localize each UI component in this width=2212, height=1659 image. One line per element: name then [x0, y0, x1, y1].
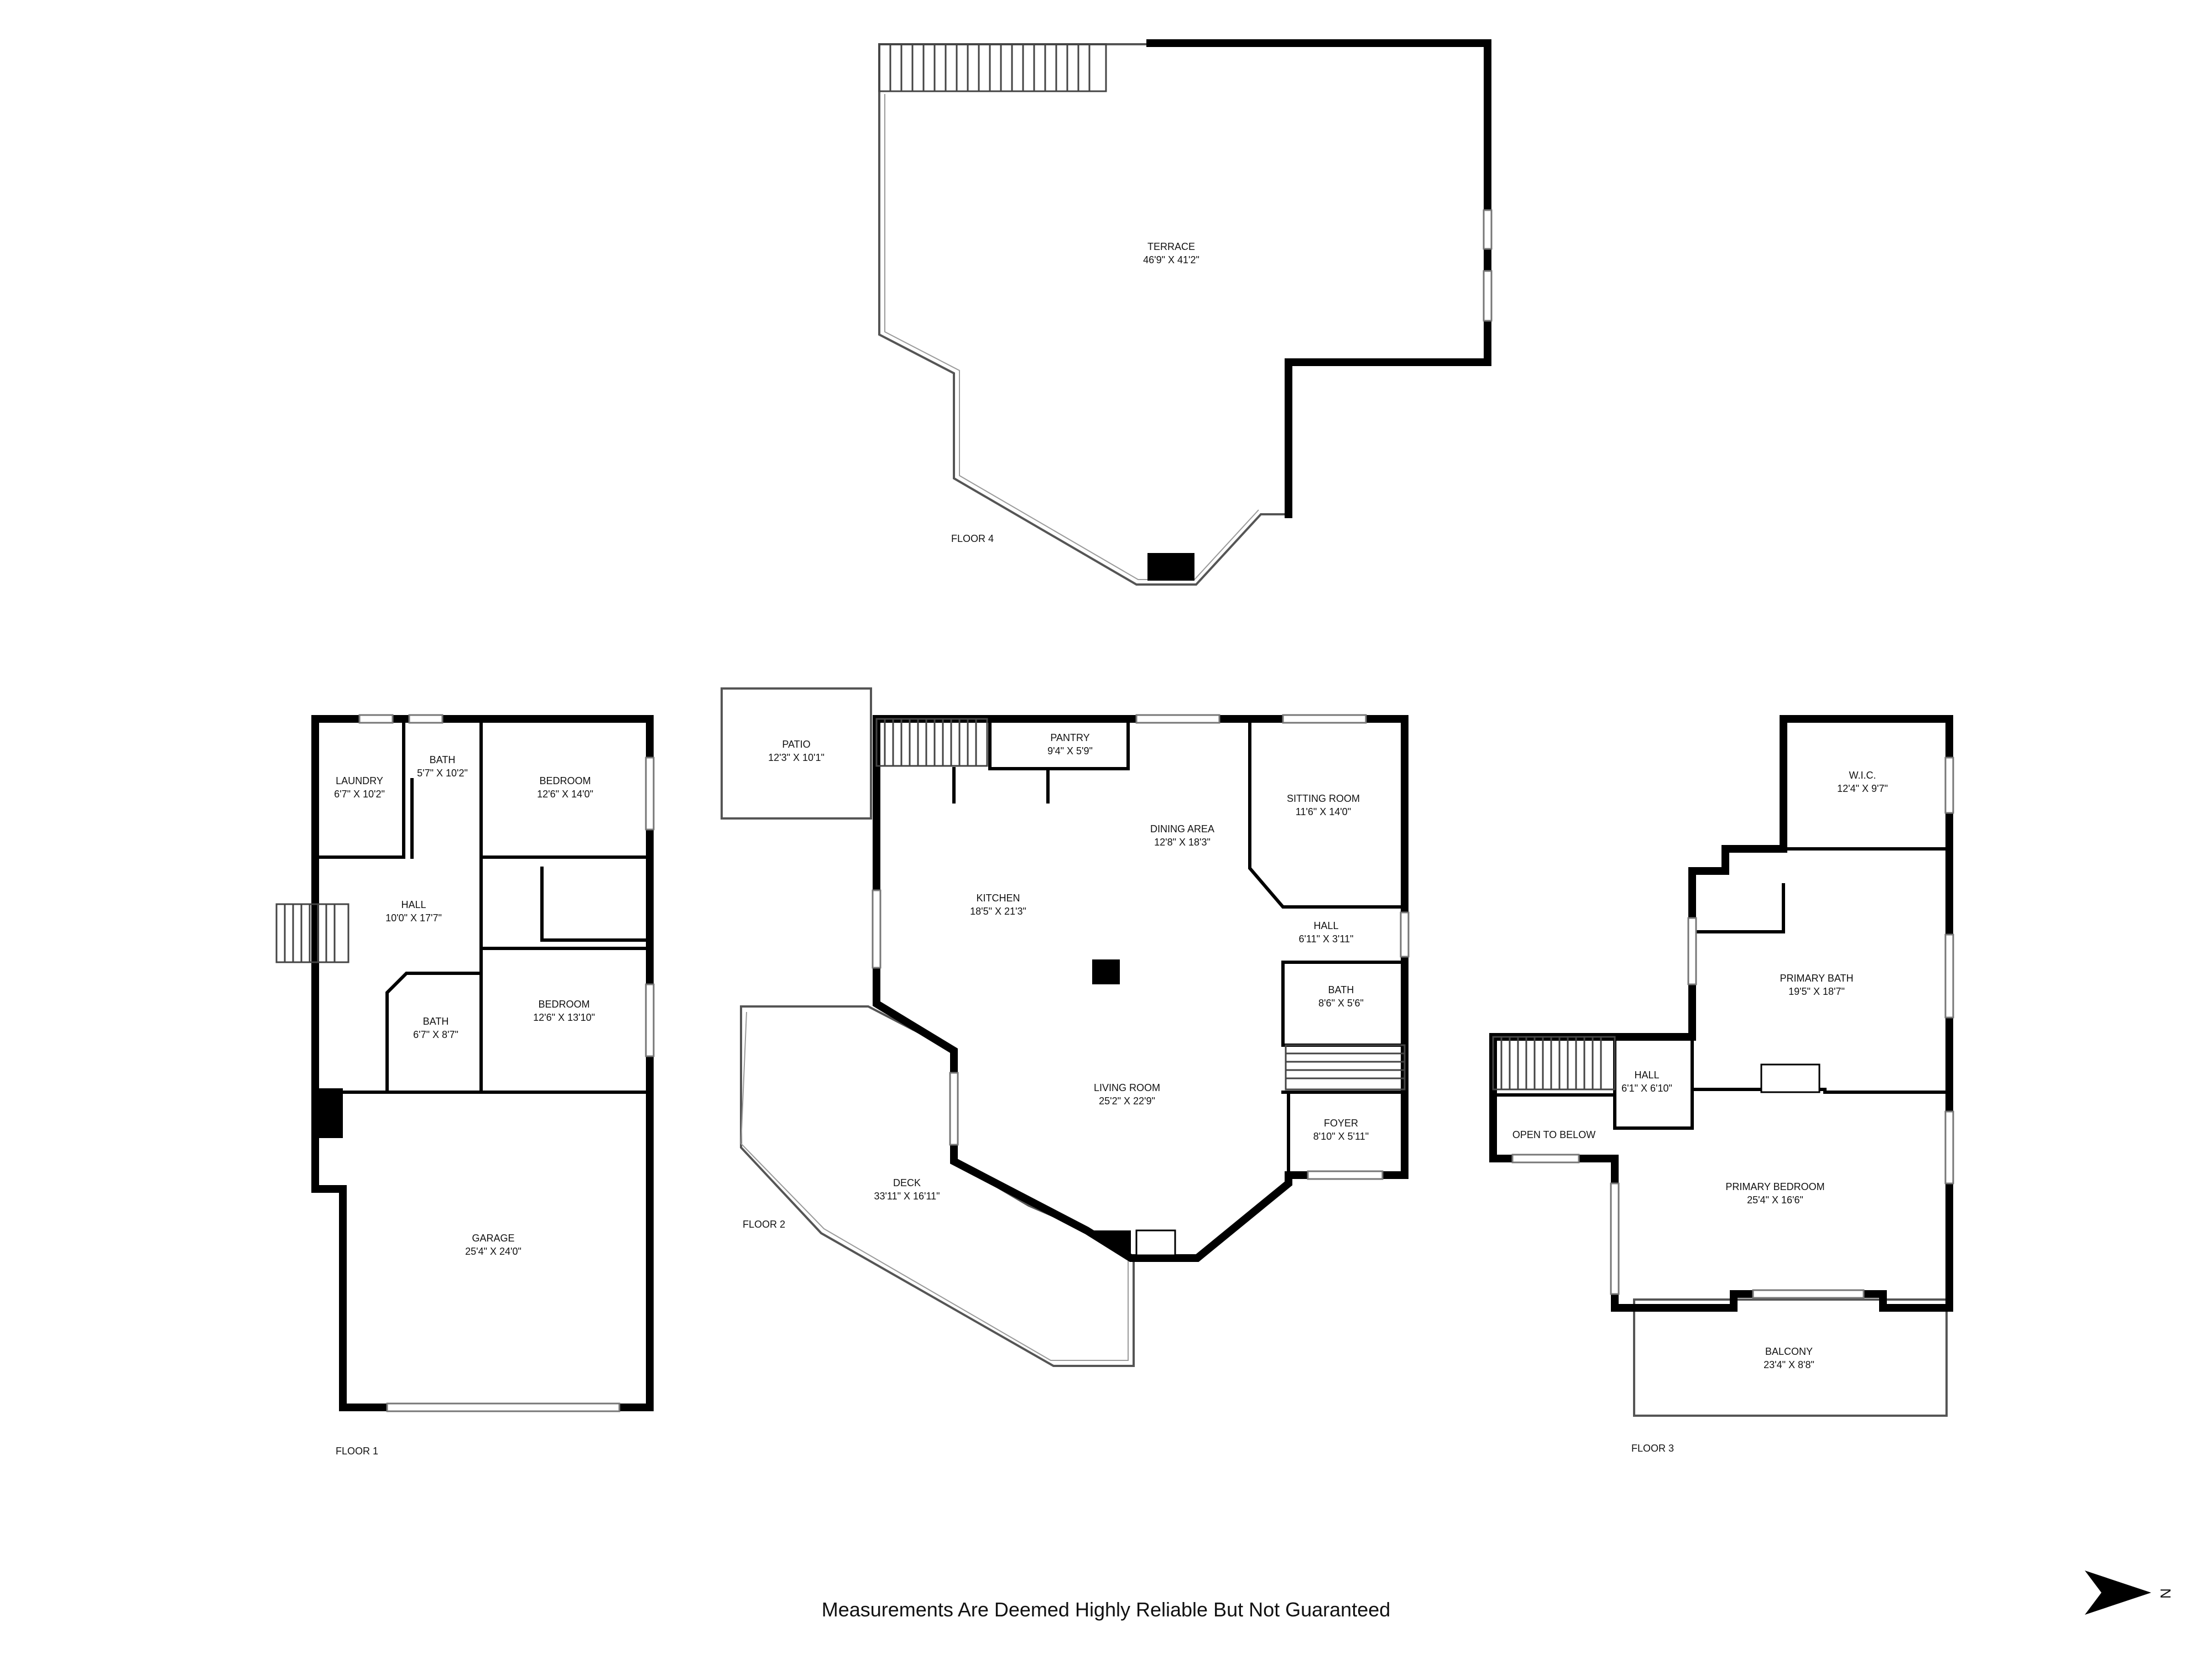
room-name-garage: GARAGE [472, 1233, 514, 1244]
floor-label-4: FLOOR 4 [951, 533, 994, 544]
room-dims-foyer: 8'10" X 5'11" [1313, 1131, 1369, 1142]
room-dims-laundry: 6'7" X 10'2" [334, 789, 385, 800]
room-dims-kitchen: 18'5" X 21'3" [970, 906, 1026, 917]
room-dims-primary-bedroom: 25'4" X 16'6" [1747, 1194, 1803, 1206]
room-dims-bedroom-1: 12'6" X 14'0" [537, 789, 593, 800]
room-dims-living-room: 25'2" X 22'9" [1099, 1095, 1155, 1107]
room-dims-patio: 12'3" X 10'1" [768, 752, 825, 763]
room-name-laundry: LAUNDRY [336, 775, 383, 786]
north-arrow-icon [2085, 1571, 2151, 1615]
room-dims-sitting-room: 11'6" X 14'0" [1296, 806, 1351, 817]
north-letter: N [2157, 1588, 2174, 1599]
room-name-bath-f2: BATH [1328, 984, 1354, 995]
room-dims-terrace: 46'9" X 41'2" [1143, 254, 1199, 265]
room-dims-hall-f1: 10'0" X 17'7" [385, 912, 442, 924]
room-name-bedroom-1: BEDROOM [539, 775, 591, 786]
room-name-sitting-room: SITTING ROOM [1287, 793, 1360, 804]
room-dims-garage: 25'4" X 24'0" [465, 1246, 521, 1257]
room-name-living-room: LIVING ROOM [1094, 1082, 1160, 1093]
room-dims-bath-f2: 8'6" X 5'6" [1318, 998, 1364, 1009]
room-name-hall-f1: HALL [401, 899, 426, 910]
room-dims-balcony: 23'4" X 8'8" [1764, 1359, 1814, 1370]
floor-4-plan [878, 39, 1493, 586]
room-dims-deck: 33'11" X 16'11" [874, 1191, 940, 1202]
room-name-balcony: BALCONY [1765, 1346, 1813, 1357]
floor-labels: FLOOR 1 FLOOR 2 FLOOR 3 FLOOR 4 [336, 533, 1674, 1457]
room-name-dining-area: DINING AREA [1150, 823, 1214, 834]
room-name-hall-f2: HALL [1313, 920, 1338, 931]
room-dims-pantry: 9'4" X 5'9" [1047, 745, 1093, 757]
room-dims-bath-upper: 5'7" X 10'2" [417, 768, 468, 779]
floor-label-2: FLOOR 2 [743, 1219, 785, 1230]
room-name-terrace: TERRACE [1147, 241, 1195, 252]
room-name-foyer: FOYER [1324, 1118, 1358, 1129]
floor-3-plan [1489, 715, 1954, 1417]
room-name-patio: PATIO [782, 739, 810, 750]
room-name-bedroom-2: BEDROOM [538, 999, 589, 1010]
room-dims-wic: 12'4" X 9'7" [1837, 783, 1888, 794]
room-name-bath-upper: BATH [430, 754, 456, 765]
room-dims-primary-bath: 19'5" X 18'7" [1788, 986, 1845, 997]
room-dims-hall-f3: 6'1" X 6'10" [1621, 1083, 1672, 1094]
room-dims-bath-lower: 6'7" X 8'7" [413, 1029, 458, 1040]
floor-label-1: FLOOR 1 [336, 1446, 378, 1457]
room-name-primary-bedroom: PRIMARY BEDROOM [1725, 1181, 1824, 1192]
floor-label-3: FLOOR 3 [1631, 1443, 1674, 1454]
room-name-kitchen: KITCHEN [976, 893, 1020, 904]
room-name-open-to-below: OPEN TO BELOW [1512, 1129, 1595, 1140]
room-dims-dining-area: 12'8" X 18'3" [1154, 837, 1211, 848]
room-name-deck: DECK [893, 1177, 921, 1188]
room-dims-hall-f2: 6'11" X 3'11" [1298, 933, 1353, 945]
room-name-hall-f3: HALL [1634, 1070, 1659, 1081]
room-name-bath-lower: BATH [423, 1016, 449, 1027]
room-dims-bedroom-2: 12'6" X 13'10" [533, 1012, 595, 1023]
measurement-disclaimer: Measurements Are Deemed Highly Reliable … [821, 1598, 1391, 1621]
floor-1-plan [275, 714, 655, 1412]
room-name-wic: W.I.C. [1849, 770, 1876, 781]
room-name-primary-bath: PRIMARY BATH [1780, 973, 1853, 984]
floor-2-plan [721, 687, 1410, 1367]
room-name-pantry: PANTRY [1050, 732, 1089, 743]
room-labels: LAUNDRY 6'7" X 10'2" BATH 5'7" X 10'2" B… [334, 241, 1888, 1370]
